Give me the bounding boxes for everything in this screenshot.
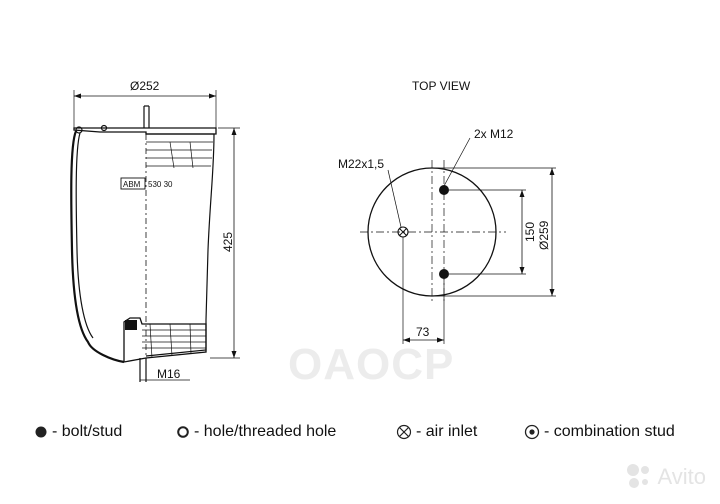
part-number-text: 530 30 xyxy=(148,180,173,189)
inlet-offset-label: 73 xyxy=(416,325,430,339)
part-label-text: ABM xyxy=(123,180,141,189)
air-inlet-thread-label: M22x1,5 xyxy=(338,157,384,171)
piston-hatching-top xyxy=(146,141,213,169)
filled-dot-icon xyxy=(35,426,47,438)
crossed-circle-icon xyxy=(396,424,412,440)
legend-hole: - hole/threaded hole xyxy=(176,420,336,444)
bottom-thread-label: M16 xyxy=(157,367,181,381)
top-view-title: TOP VIEW xyxy=(412,79,471,93)
legend-label: - hole/threaded hole xyxy=(194,423,337,440)
dotted-circle-icon xyxy=(524,424,540,440)
avito-watermark-text: Avito xyxy=(657,464,706,489)
top-fitting xyxy=(100,124,108,132)
piston-body xyxy=(145,133,215,357)
piston-hatching-bottom xyxy=(142,323,206,359)
height-label: 425 xyxy=(221,232,235,252)
legend-air-inlet: - air inlet xyxy=(396,420,477,444)
legend-label: - combination stud xyxy=(544,423,675,440)
side-view xyxy=(70,90,240,382)
brand-watermark: OAOCP xyxy=(288,340,455,389)
diameter-top-label: Ø252 xyxy=(130,79,160,93)
legend-combination-stud: - combination stud xyxy=(524,420,675,444)
avito-logo-icon xyxy=(627,464,653,490)
top-view xyxy=(360,137,556,344)
plate-diameter-label: Ø259 xyxy=(537,220,551,250)
avito-watermark: Avito xyxy=(627,464,706,490)
open-circle-icon xyxy=(177,426,189,438)
bolt-top xyxy=(439,185,449,195)
bolt-spacing-label: 150 xyxy=(523,222,537,242)
legend-bolt-stud: - bolt/stud xyxy=(34,420,122,444)
bellows-outline xyxy=(70,130,125,364)
legend-label: - bolt/stud xyxy=(52,423,123,440)
legend-label: - air inlet xyxy=(416,423,478,440)
bolt-bottom xyxy=(439,269,449,279)
part-label-box xyxy=(120,177,146,190)
top-plate-outline xyxy=(73,127,217,135)
bolt-thread-label: 2x M12 xyxy=(474,127,514,141)
